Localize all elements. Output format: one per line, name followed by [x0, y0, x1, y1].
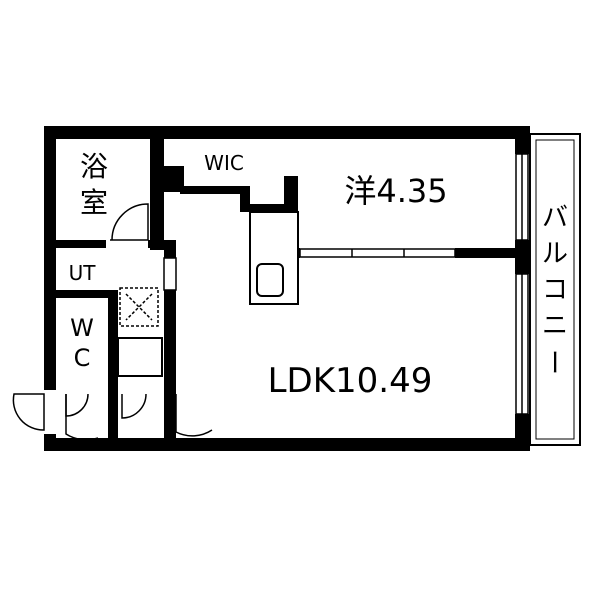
wc-wall-right — [108, 384, 118, 438]
wc-label-2: C — [74, 344, 91, 372]
wic-label: WIC — [204, 151, 244, 175]
doors — [12, 203, 213, 441]
walls — [44, 126, 530, 451]
ut-label: UT — [69, 261, 97, 285]
outer-wall-top — [44, 126, 530, 139]
wc-label-1: W — [70, 314, 94, 342]
wic-wall-step — [240, 186, 250, 212]
western-wall-bottom-right — [455, 248, 530, 258]
western-room-label: 洋4.35 — [344, 172, 447, 210]
ut-wall-bottom — [56, 290, 118, 298]
washing-machine-icon — [119, 287, 159, 327]
utility-counter — [117, 337, 163, 377]
outer-wall-right-top — [515, 126, 530, 154]
bath-wall-bottom-left — [44, 240, 106, 248]
ldk-label: LDK10.49 — [268, 361, 433, 401]
balcony-char-3: コ — [542, 275, 568, 305]
western-sliding-door — [299, 248, 456, 258]
wic-wall-bottom — [180, 186, 248, 194]
right-windows — [515, 153, 529, 415]
entrance-door — [12, 393, 45, 431]
kitchen-counter — [249, 211, 299, 305]
balcony-char-4: ニ — [542, 311, 568, 341]
balcony-char-2: ル — [542, 239, 568, 269]
wc-door — [65, 393, 89, 417]
balcony — [529, 133, 581, 446]
bath-label-1: 浴 — [80, 150, 108, 183]
sink-icon — [256, 263, 284, 297]
left-window-ut — [163, 257, 177, 291]
bath-wall-right — [150, 126, 164, 250]
closet-wall-left — [108, 330, 118, 390]
balcony-char-1: バ — [542, 203, 568, 233]
outer-wall-left-upper — [44, 126, 56, 390]
closet-door — [121, 393, 147, 419]
bath-door — [110, 203, 149, 241]
outer-wall-bottom — [44, 438, 530, 451]
wic-wall-step-bottom — [240, 204, 292, 212]
bath-wall-bottom-right — [148, 240, 176, 248]
ldk-door — [175, 394, 213, 437]
wic-wall-left — [164, 166, 184, 192]
balcony-char-5: ー — [538, 349, 568, 375]
entry-door-2 — [65, 394, 99, 441]
bath-label-2: 室 — [80, 186, 108, 219]
balcony-label: バ ル コ ニ ー — [538, 203, 568, 375]
outer-wall-right-bottom — [515, 414, 530, 451]
